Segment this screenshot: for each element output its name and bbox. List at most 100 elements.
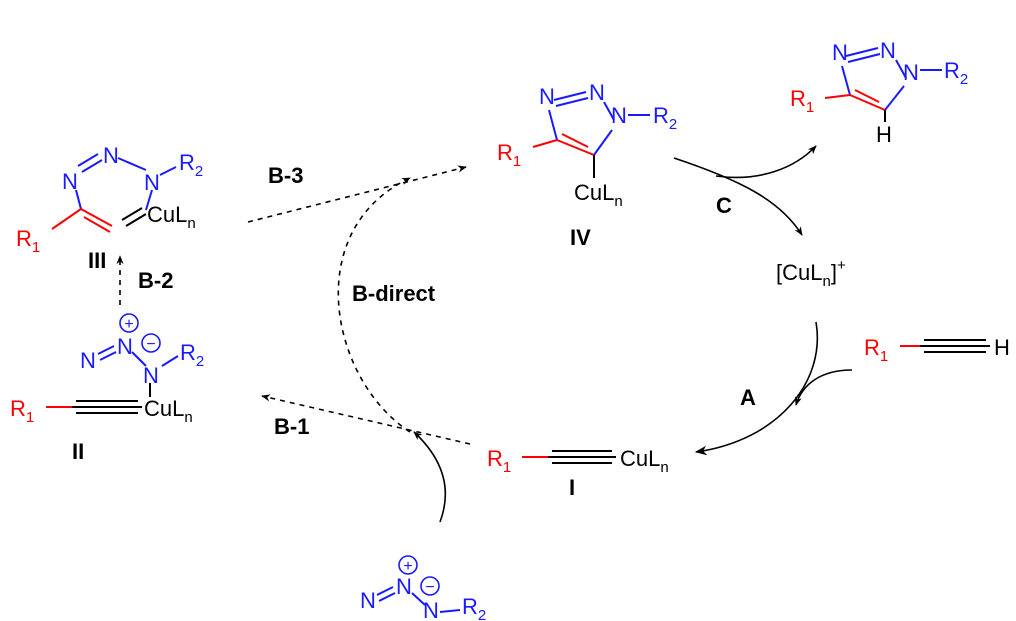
- atom-n: N: [396, 574, 412, 599]
- minus-sign: −: [146, 336, 155, 353]
- r-symbol: R: [864, 335, 880, 360]
- atom-n: N: [611, 103, 627, 128]
- subscript-1: 1: [880, 348, 888, 365]
- atom-h: H: [994, 335, 1010, 360]
- azide-bonds: [376, 586, 461, 613]
- intermediate-iii: N N N R2 R1 CuLn III: [16, 143, 203, 273]
- r-symbol: R: [16, 226, 32, 251]
- arrow-alkyne-entry: [794, 369, 853, 406]
- r-symbol: R: [487, 446, 503, 471]
- substituent-r1: R1: [790, 86, 814, 116]
- r-symbol: R: [653, 103, 669, 128]
- atom-n: N: [423, 598, 439, 621]
- atom-n: N: [360, 588, 376, 613]
- copper-catalyst: [CuLn]+: [776, 257, 846, 290]
- subscript-n: n: [660, 459, 668, 476]
- product-triazole: N N N R2 R1 H: [790, 38, 968, 147]
- atom-n: N: [117, 334, 133, 359]
- r-symbol: R: [790, 86, 806, 111]
- atom-n: N: [903, 60, 919, 85]
- iv-ring-bonds: [532, 91, 650, 178]
- cu-l-symbol: CuL: [574, 180, 614, 205]
- species-label-i: I: [569, 475, 575, 500]
- subscript-2: 2: [195, 163, 203, 180]
- copper-ligand: CuLn: [574, 180, 623, 210]
- step-labels: B-3 B-2 B-direct B-1 A C: [138, 163, 756, 439]
- plus-sign: +: [124, 316, 133, 333]
- r-symbol: R: [180, 340, 196, 365]
- catalyst-subscript: n: [822, 273, 830, 290]
- step-label-b3: B-3: [268, 163, 303, 188]
- substituent-r2: R2: [462, 594, 486, 621]
- atom-n: N: [62, 169, 78, 194]
- copper-ligand: CuLn: [620, 446, 669, 476]
- atom-n: N: [80, 348, 96, 373]
- plus-charge-icon: [398, 555, 418, 575]
- substituent-r1: R1: [487, 446, 511, 476]
- atom-n: N: [539, 84, 555, 109]
- subscript-2: 2: [960, 71, 968, 88]
- catalyst-formula: [CuLn]+: [776, 257, 846, 290]
- subscript-n: n: [187, 215, 195, 232]
- intermediate-i: R1 CuLn I: [487, 446, 669, 500]
- intermediate-iv: N N N R2 R1 CuLn IV: [497, 80, 677, 250]
- atom-n: N: [144, 170, 160, 195]
- arrow-step-c: [673, 157, 803, 236]
- subscript-n: n: [184, 409, 192, 426]
- minus-charge-icon: [420, 576, 440, 596]
- r-symbol: R: [179, 150, 195, 175]
- ii-bonds: [46, 345, 179, 414]
- step-label-b-direct: B-direct: [352, 281, 436, 306]
- plus-sign: +: [403, 558, 412, 575]
- substituent-r2: R2: [179, 150, 203, 180]
- copper-ligand: CuLn: [147, 202, 196, 232]
- catalyst-superscript: +: [837, 257, 846, 274]
- substituent-r1: R1: [497, 140, 521, 170]
- cu-l-symbol: CuL: [144, 396, 184, 421]
- substituent-r1: R1: [16, 226, 40, 256]
- iii-ring-bonds: [51, 153, 177, 233]
- i-bonds: [522, 450, 616, 464]
- substituent-r2: R2: [944, 58, 968, 88]
- organic-azide: N N N + − R2: [360, 555, 486, 621]
- atom-n: N: [589, 80, 605, 105]
- minus-sign: −: [425, 579, 434, 596]
- arrow-step-b-direct: [337, 177, 411, 433]
- copper-ligand: CuLn: [144, 396, 193, 426]
- r-symbol: R: [497, 140, 513, 165]
- minus-charge-icon: [141, 333, 161, 353]
- substituent-r1: R1: [864, 335, 888, 365]
- arrow-step-a: [694, 321, 819, 456]
- species-label-ii: II: [72, 439, 84, 464]
- terminal-alkyne: R1 H: [864, 335, 1010, 365]
- r-symbol: R: [462, 594, 478, 619]
- r-symbol: R: [944, 58, 960, 83]
- subscript-2: 2: [669, 116, 677, 133]
- step-label-b1: B-1: [274, 414, 309, 439]
- subscript-2: 2: [478, 607, 486, 621]
- subscript-1: 1: [503, 459, 511, 476]
- atom-n: N: [143, 363, 159, 388]
- step-label-c: C: [716, 193, 732, 218]
- subscript-n: n: [614, 193, 622, 210]
- substituent-r2: R2: [180, 340, 204, 370]
- arrow-product-release: [715, 145, 817, 179]
- cu-l-symbol: CuL: [147, 202, 187, 227]
- plus-charge-icon: [119, 313, 139, 333]
- subscript-1: 1: [26, 409, 34, 426]
- alkyne-bonds: [900, 339, 990, 353]
- cu-l-symbol: CuL: [620, 446, 660, 471]
- product-ring-bonds: [824, 47, 942, 122]
- step-label-a: A: [740, 385, 756, 410]
- step-label-b2: B-2: [138, 268, 173, 293]
- intermediate-ii: N N N + − R2 R1 CuLn II: [10, 313, 204, 464]
- atom-n: N: [880, 38, 896, 63]
- r-symbol: R: [10, 396, 26, 421]
- atom-n: N: [832, 40, 848, 65]
- species-label-iii: III: [88, 248, 106, 273]
- arrow-step-b3: [247, 165, 467, 223]
- reaction-arrows: [116, 145, 853, 523]
- subscript-2: 2: [196, 353, 204, 370]
- atom-h: H: [876, 122, 892, 147]
